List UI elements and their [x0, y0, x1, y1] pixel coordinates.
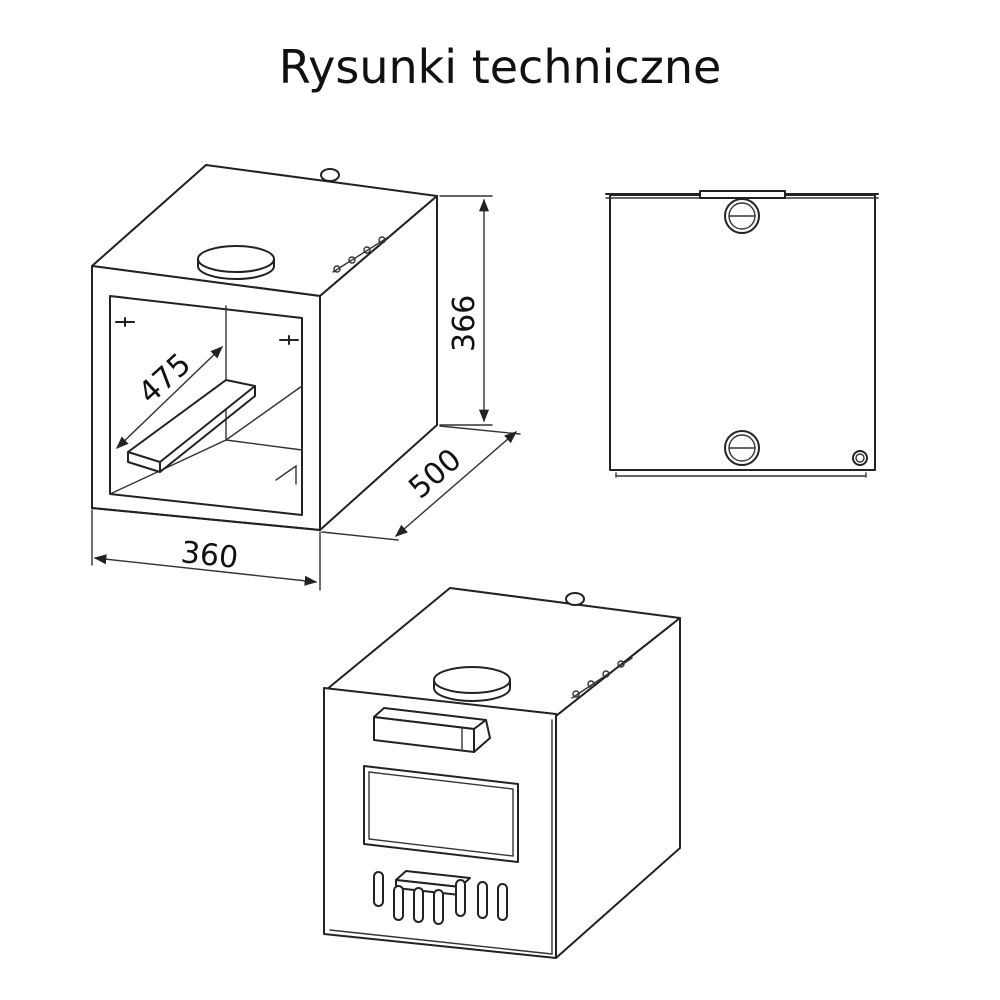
open-front-view: 475 366 500 360 — [91, 164, 521, 591]
width-dim-line — [93, 554, 318, 586]
closed-flue-pipe — [433, 666, 511, 694]
door-top-handle — [373, 707, 491, 753]
hinge-set — [332, 235, 391, 273]
closed-front-view — [323, 587, 681, 959]
depth-label: 500 — [402, 442, 468, 506]
closed-hinge-set — [571, 657, 633, 699]
depth-dim-line — [395, 431, 517, 537]
air-vent-slots — [373, 871, 508, 925]
page-title: Rysunki techniczne — [278, 40, 722, 94]
plan-outline — [609, 194, 876, 471]
height-label: 366 — [447, 295, 482, 352]
inner-depth-dim-line — [116, 346, 223, 449]
plan-screw — [852, 450, 868, 466]
rear-connector — [320, 168, 340, 182]
top-plan-view — [605, 190, 879, 478]
plan-rear-outlet — [724, 430, 760, 466]
plan-flue-outlet — [724, 198, 760, 234]
flue-pipe-top — [197, 245, 275, 273]
width-label: 360 — [179, 535, 240, 576]
door-window — [363, 765, 519, 863]
